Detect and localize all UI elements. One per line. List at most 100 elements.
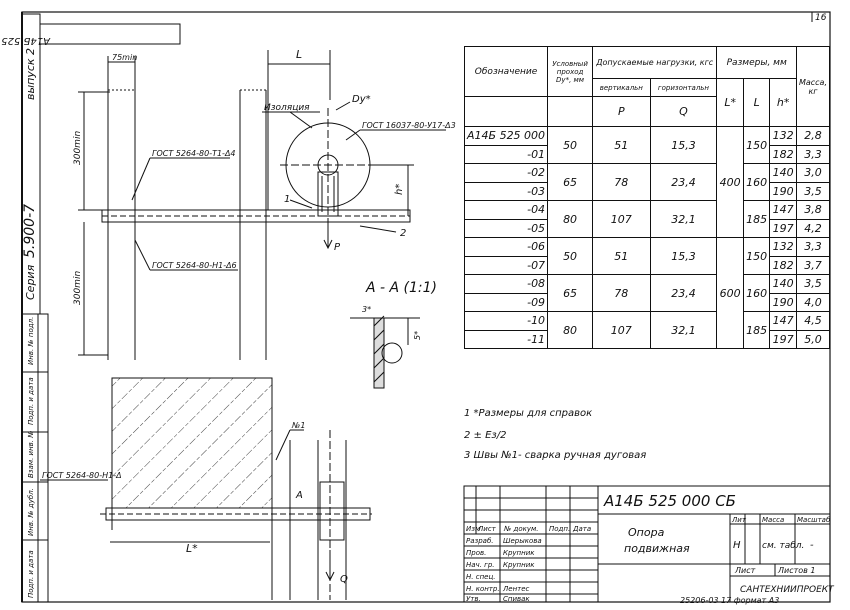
cell-h: 140 (769, 274, 797, 294)
cell-lstar: 400 (716, 126, 744, 238)
cell-q: 15,3 (649, 237, 718, 275)
tb-sheet: Лист (734, 566, 756, 575)
cell-L: 160 (742, 274, 771, 312)
cell-L: 150 (742, 237, 771, 275)
cell-mass: 3,5 (795, 274, 831, 294)
hdr-h: h* (769, 78, 797, 127)
hdr-vertical: вертикальн (592, 78, 651, 97)
bottom-note: 25206-03 17 формат А3 (680, 596, 779, 605)
cell-designation: -05 (463, 218, 549, 238)
cell-h: 182 (769, 255, 797, 275)
hdr-blank-2 (547, 96, 594, 127)
note-1: 1 *Размеры для справок (464, 408, 592, 419)
cell-designation: -03 (463, 181, 549, 201)
tb-lit: Лит (731, 516, 747, 524)
hdr-horizontal: горизонтальн (649, 78, 718, 97)
cell-mass: 2,8 (795, 126, 831, 146)
dim-Lstar: L* (186, 542, 198, 555)
hdr-loads: Допускаемые нагрузки, кгс (592, 46, 718, 79)
cell-designation: -07 (463, 255, 549, 275)
cell-p: 107 (592, 311, 651, 349)
hdr-passage: Условный проход Dу*, мм (547, 46, 594, 97)
tb-role-2: Нач. гр. (466, 561, 495, 569)
cell-designation: -04 (463, 200, 549, 220)
tb-role-4: Н. контр. (466, 585, 500, 593)
cell-mass: 3,3 (795, 237, 831, 257)
load-P: P (334, 242, 341, 253)
cell-h: 132 (769, 126, 797, 146)
plan-view (40, 377, 372, 600)
dim-h: h* (394, 184, 405, 195)
cell-dy: 50 (547, 126, 594, 164)
cell-mass: 4,5 (795, 311, 831, 331)
tb-person-4: Лентес (502, 585, 530, 593)
tb-hdr-0: Изм (466, 525, 481, 533)
cell-dy: 65 (547, 274, 594, 312)
tb-hdr-1: Лист (477, 525, 497, 533)
tb-lit-val: Н (733, 540, 741, 551)
cell-q: 32,1 (649, 200, 718, 238)
stamp-inv-orig: Инв. № подл. (27, 317, 35, 365)
cell-designation: А14Б 525 000 (463, 126, 549, 146)
cell-h: 190 (769, 292, 797, 312)
tb-hdr-4: Дата (572, 525, 591, 533)
note-2: 2 ± Eз/2 (464, 430, 506, 441)
cell-p: 107 (592, 200, 651, 238)
cell-lstar: 600 (716, 237, 744, 349)
cell-q: 15,3 (649, 126, 718, 164)
weld-gost-4: ГОСТ 5264-80-Н1-Δ (42, 471, 122, 480)
tb-mass-val: см. табл. (762, 541, 804, 551)
section-view (350, 315, 420, 389)
cell-q: 23,4 (649, 274, 718, 312)
tb-sheets: Листов 1 (777, 566, 816, 575)
hdr-sizes: Размеры, мм (716, 46, 797, 79)
tb-role-1: Пров. (466, 549, 486, 557)
stamp-top: А14Б 525 000 СБ (0, 35, 51, 46)
hdr-Lstar: L* (716, 78, 744, 127)
tb-scale-val: - (810, 540, 814, 551)
cell-dy: 65 (547, 163, 594, 201)
tb-person-0: Шерыкова (503, 537, 542, 545)
tb-name-1: Опора (628, 526, 665, 539)
stamp-inv-dup: Инв. № дубл. (27, 488, 35, 536)
pos-2: 2 (400, 228, 406, 239)
front-view (78, 50, 446, 360)
dim-3: 3* (362, 305, 371, 314)
tb-hdr-2: № докум. (503, 525, 539, 533)
cell-p: 78 (592, 274, 651, 312)
cell-h: 197 (769, 218, 797, 238)
note-3: 3 Швы №1- сварка ручная дуговая (464, 450, 646, 461)
tb-role-0: Разраб. (466, 537, 494, 545)
cell-L: 185 (742, 311, 771, 349)
hdr-blank-1 (463, 96, 549, 127)
weld-gost-2: ГОСТ 5264-80-Т1-Δ4 (152, 149, 236, 158)
tb-person-1: Крупник (503, 549, 535, 557)
cell-mass: 5,0 (795, 329, 831, 349)
dim-300-bottom: 300min (73, 271, 83, 305)
section-title: А - А (1:1) (365, 280, 437, 296)
cell-designation: -11 (463, 329, 549, 349)
cell-p: 78 (592, 163, 651, 201)
dim-Dy: Dу* (352, 94, 371, 105)
stamp-sign-date-1: Подп. и дата (27, 377, 35, 425)
stamp-replace-inv: Взам. инв. № (27, 430, 35, 478)
cell-h: 140 (769, 163, 797, 183)
cell-designation: -06 (463, 237, 549, 257)
cell-mass: 3,7 (795, 255, 831, 275)
cell-designation: -08 (463, 274, 549, 294)
tb-role-3: Н. спец. (466, 573, 495, 581)
weld-no1: №1 (291, 421, 305, 430)
dim-300-top: 300min (73, 131, 83, 165)
weld-gost-3: ГОСТ 5264-80-Н1-Δ6 (152, 261, 237, 270)
tb-org: САНТЕХНИИПРОЕКТ (740, 585, 835, 595)
cell-L: 160 (742, 163, 771, 201)
